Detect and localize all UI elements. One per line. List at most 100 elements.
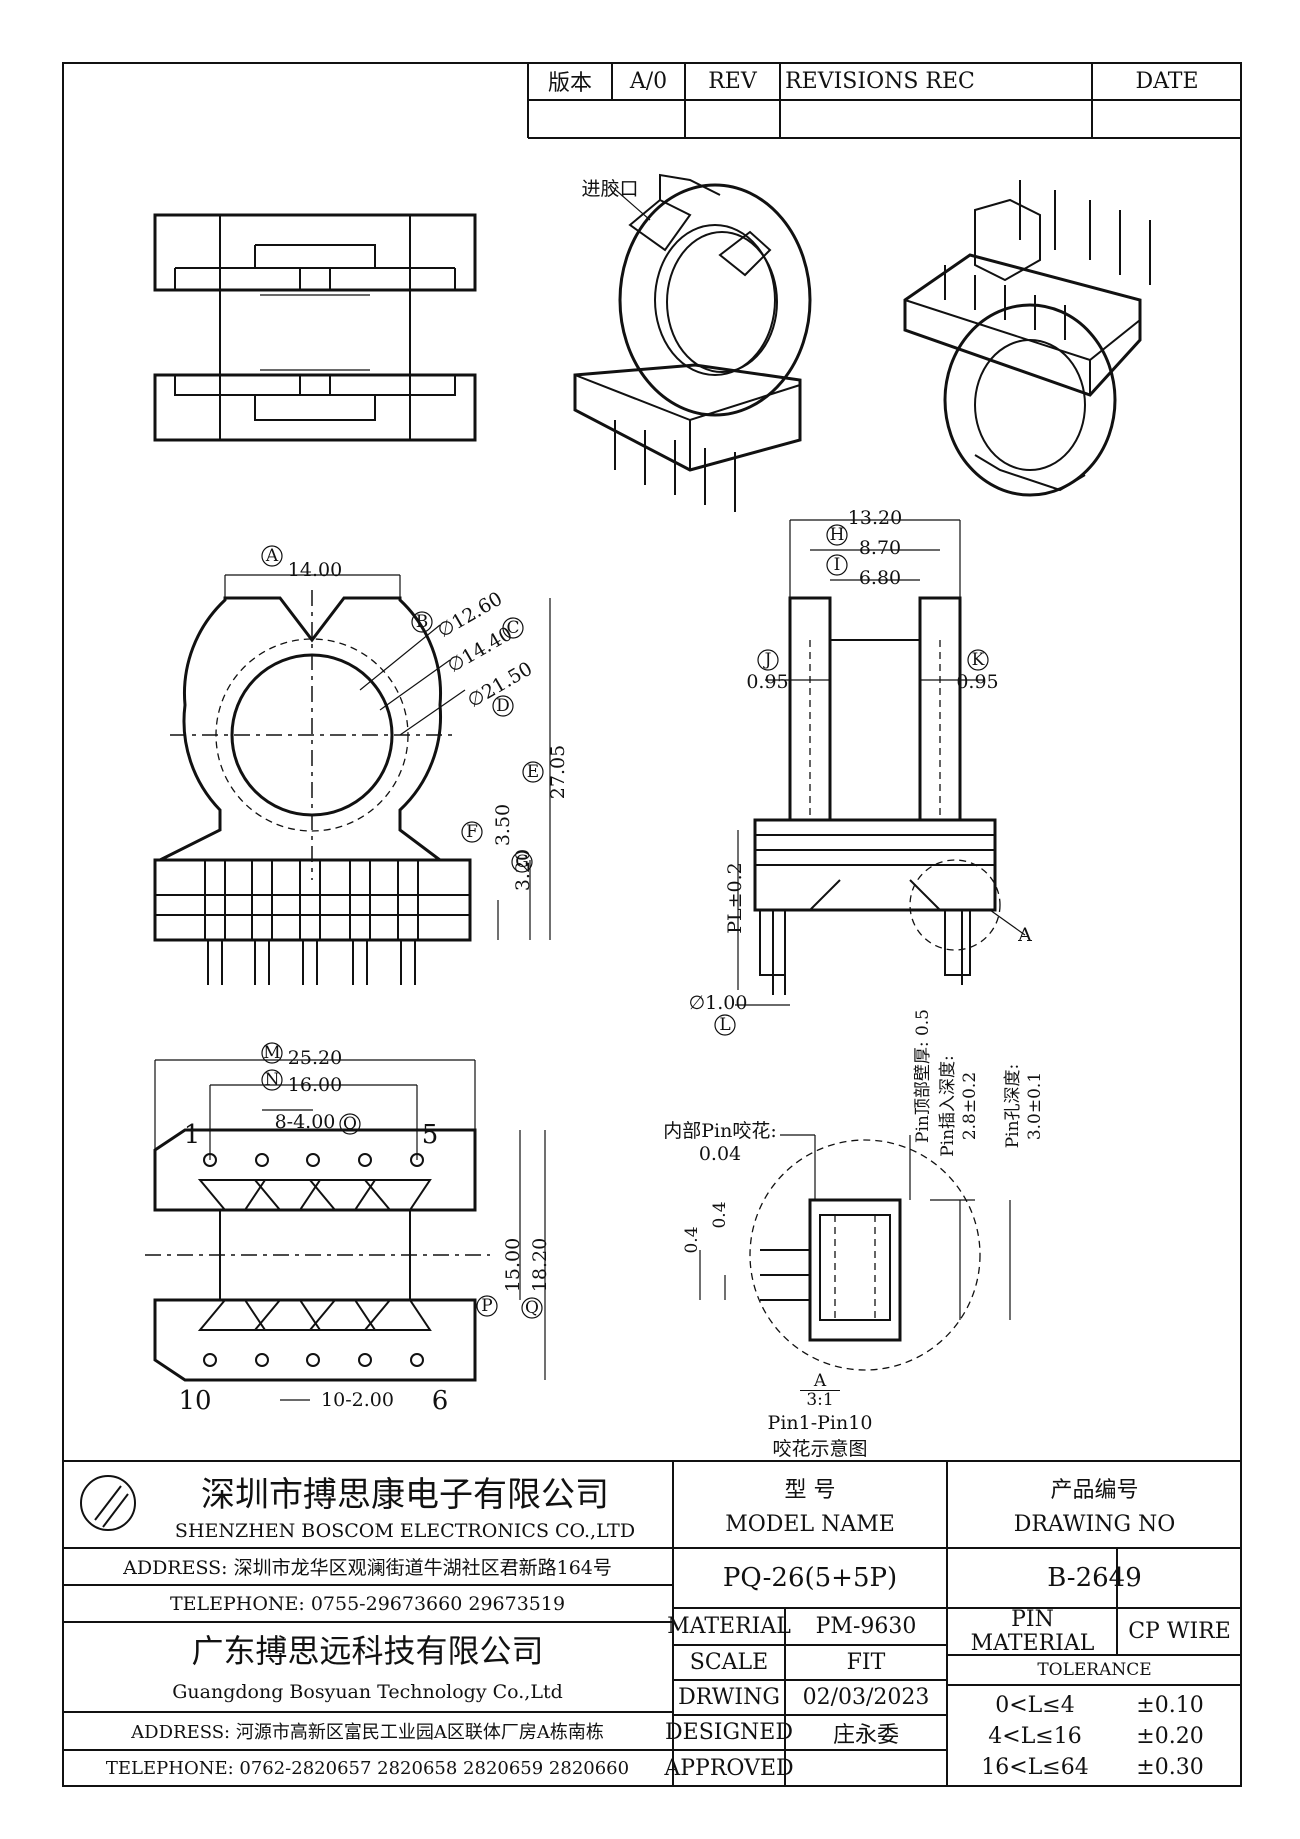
pin-material-label: PIN MATERIAL: [970, 1607, 1095, 1656]
dim-side-w: 13.20: [847, 507, 903, 529]
material-value: PM-9630: [815, 1614, 917, 1639]
balloon-i: I: [833, 555, 841, 575]
company1-en: SHENZHEN BOSCOM ELECTRONICS CO.,LTD: [174, 1520, 636, 1542]
balloon-g: G: [515, 852, 529, 872]
dim-pin-pitch-top: 8-4.00: [274, 1111, 336, 1133]
pin-hole-depth: Pin孔深度:: [1002, 1063, 1023, 1149]
pin-insert-depth: Pin插入深度:: [937, 1055, 958, 1157]
tolerance-value-1: ±0.10: [1136, 1692, 1204, 1718]
detail-dim-1: 0.4: [682, 1226, 702, 1254]
approved-value: [785, 1750, 947, 1787]
dim-inner-h: 15.00: [502, 1237, 524, 1293]
rev-label: REV: [708, 68, 757, 94]
model-cn: 型 号: [784, 1478, 836, 1503]
drawing-value: B-2649: [1047, 1563, 1142, 1593]
balloon-n: N: [264, 1070, 280, 1090]
gate-callout: 进胶口: [581, 177, 639, 200]
tolerance-label: TOLERANCE: [1037, 1660, 1152, 1680]
balloon-h: H: [829, 525, 845, 545]
dim-pl: PL±0.2: [724, 862, 746, 934]
version-value: A/0: [629, 68, 668, 94]
side-view: [735, 519, 1026, 1006]
detail-scale: 3:1: [800, 1390, 840, 1410]
pin-hole-depth-value: 3.0±0.1: [1025, 1071, 1045, 1141]
crimp-caption: 咬花示意图: [772, 1437, 868, 1460]
detail-a-label: A: [813, 1371, 827, 1391]
iso-view-right: [903, 180, 1151, 497]
dim-pin-pitch-bottom: 10-2.00: [321, 1389, 394, 1411]
dim-side-i: 6.80: [858, 567, 902, 589]
balloon-p: P: [481, 1296, 493, 1316]
version-label: 版本: [547, 71, 592, 96]
balloon-f: F: [466, 822, 478, 842]
detail-dim-2: 0.4: [710, 1201, 730, 1229]
pin10-label: 10: [178, 1386, 212, 1416]
approved-label: APPROVED: [664, 1756, 794, 1781]
balloon-q: Q: [525, 1298, 539, 1318]
pin-top-wall: Pin顶部壁厚: 0.5: [912, 1009, 933, 1143]
dim-outer-h: 18.20: [529, 1237, 551, 1293]
company2-cn: 广东搏思远科技有限公司: [191, 1632, 544, 1670]
tolerance-range-1: 0<L≤4: [995, 1692, 1075, 1718]
pin6-label: 6: [431, 1386, 449, 1416]
company1-cn: 深圳市搏思康电子有限公司: [201, 1474, 609, 1515]
telephone1: TELEPHONE: 0755-29673660 29673519: [169, 1592, 566, 1615]
tolerance-range-3: 16<L≤64: [981, 1754, 1089, 1780]
address2: ADDRESS: 河源市高新区富民工业园A区联体厂房A栋南栋: [131, 1722, 604, 1743]
balloon-c: C: [506, 618, 520, 638]
balloon-k: K: [971, 650, 985, 670]
balloon-a: A: [265, 546, 279, 566]
designed-value: 庄永委: [832, 1722, 899, 1748]
balloon-b: B: [415, 612, 429, 632]
dim-wall-k: 0.95: [956, 671, 999, 693]
dim-f: 3.50: [492, 803, 514, 847]
pin-material-value: CP WIRE: [1128, 1619, 1231, 1644]
scale-value: FIT: [846, 1650, 886, 1675]
balloon-d: D: [496, 696, 510, 716]
tolerance-value-3: ±0.30: [1136, 1754, 1204, 1780]
dim-pin-span: 16.00: [287, 1074, 343, 1096]
drawing-sheet: [62, 62, 1242, 1787]
balloons: [261, 524, 989, 1319]
drwing-label: DRWING: [678, 1685, 780, 1710]
designed-label: DESIGNED: [665, 1720, 793, 1745]
balloon-l: L: [719, 1015, 731, 1035]
dim-front-width: 14.00: [287, 559, 343, 581]
balloon-j: J: [764, 650, 772, 670]
inner-pin-crimp-value: 0.04: [698, 1143, 742, 1165]
drwing-value: 02/03/2023: [802, 1685, 930, 1710]
balloon-m: M: [263, 1043, 281, 1063]
dim-side-h: 8.70: [858, 537, 902, 559]
dim-bottom-w: 25.20: [287, 1047, 343, 1069]
balloon-e: E: [526, 762, 540, 782]
detail-a: [699, 1134, 1011, 1371]
pin1-label: 1: [183, 1120, 201, 1150]
front-view: [153, 574, 551, 985]
dim-height-total: 27.05: [547, 744, 569, 800]
tolerance-value-2: ±0.20: [1136, 1723, 1204, 1749]
revisions-label: REVISIONS REC: [785, 68, 975, 94]
title-block-lines: [62, 1460, 1242, 1787]
pin-insert-depth-value: 2.8±0.2: [960, 1071, 980, 1141]
material-label: MATERIAL: [667, 1614, 791, 1639]
drawing-cn: 产品编号: [1050, 1478, 1139, 1503]
dim-pin-d: ∅1.00: [688, 992, 748, 1014]
date-label: DATE: [1135, 68, 1199, 94]
address1: ADDRESS: 深圳市龙华区观澜街道牛湖社区君新路164号: [123, 1557, 612, 1579]
dim-wall-j: 0.95: [746, 671, 789, 693]
scale-label: SCALE: [689, 1650, 769, 1675]
top-view: [153, 213, 477, 442]
model-en: MODEL NAME: [725, 1511, 895, 1537]
pin-range: Pin1-Pin10: [767, 1412, 873, 1434]
tolerance-range-2: 4<L≤16: [988, 1723, 1082, 1749]
inner-pin-crimp: 内部Pin咬花:: [663, 1119, 777, 1142]
company2-en: Guangdong Bosyuan Technology Co.,Ltd: [172, 1681, 563, 1703]
iso-view-left: [573, 173, 812, 512]
model-value: PQ-26(5+5P): [722, 1563, 898, 1593]
balloon-o: O: [343, 1114, 357, 1134]
detail-a-marker: A: [1018, 924, 1032, 946]
pin5-label: 5: [421, 1120, 439, 1150]
drawing-en: DRAWING NO: [1013, 1511, 1176, 1537]
revision-table-lines: [527, 62, 1242, 139]
